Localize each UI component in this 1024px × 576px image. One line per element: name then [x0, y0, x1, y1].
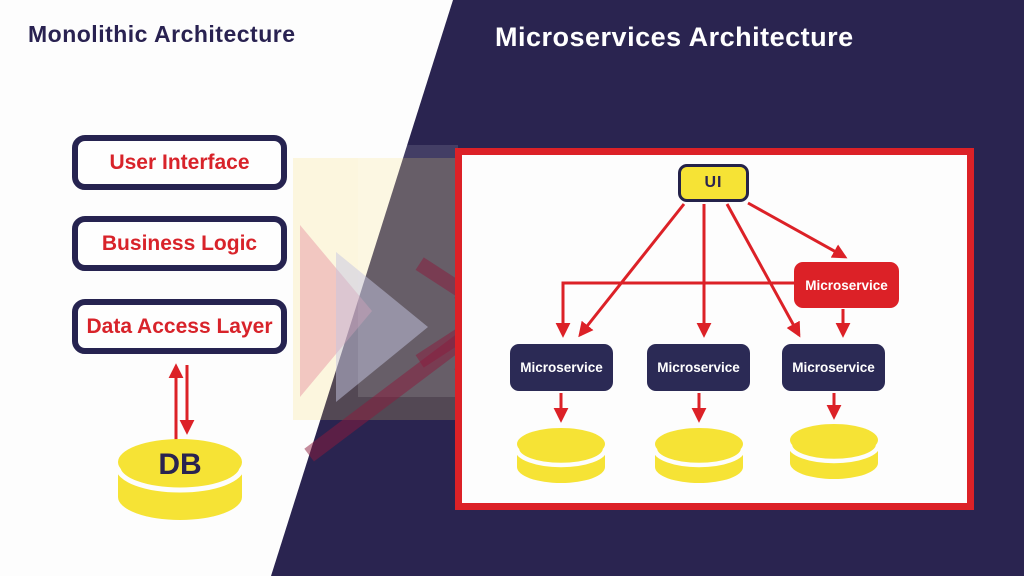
microservice-node-3: Microservice — [782, 344, 885, 391]
layer-label: User Interface — [109, 150, 250, 174]
gateway-microservice-node: Microservice — [794, 262, 899, 308]
layer-label: Data Access Layer — [86, 314, 273, 338]
microservices-panel — [455, 148, 974, 510]
layer-business-logic: Business Logic — [72, 216, 287, 271]
layer-data-access: Data Access Layer — [72, 299, 287, 354]
microservices-title: Microservices Architecture — [495, 22, 854, 52]
node-label: Microservice — [520, 360, 603, 375]
monolithic-title: Monolithic Architecture — [28, 21, 296, 47]
node-label: Microservice — [657, 360, 740, 375]
microservice-node-1: Microservice — [510, 344, 613, 391]
microservice-node-2: Microservice — [647, 344, 750, 391]
layer-label: Business Logic — [101, 231, 258, 255]
ui-node-label: UI — [704, 174, 723, 191]
node-label: Microservice — [792, 360, 875, 375]
ui-node: UI — [678, 164, 749, 202]
node-label: Microservice — [805, 277, 888, 293]
layer-user-interface: User Interface — [72, 135, 287, 190]
